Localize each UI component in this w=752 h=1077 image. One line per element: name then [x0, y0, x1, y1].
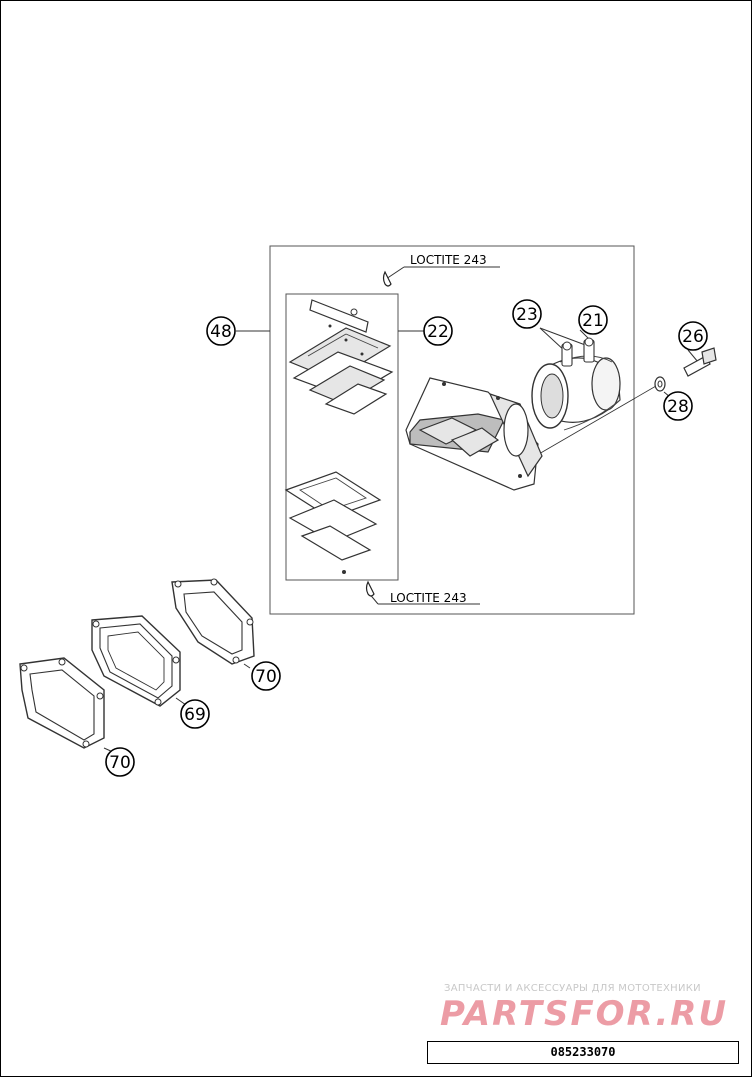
callout-22: 22 [423, 316, 453, 346]
hose-clamps [561, 337, 595, 367]
leader-23b [539, 327, 589, 347]
callout-28: 28 [663, 391, 693, 421]
callout-28-label: 28 [667, 397, 689, 417]
callout-70-right-label: 70 [255, 667, 277, 687]
callout-23-label: 23 [516, 305, 538, 325]
watermark-caption: ЗАПЧАСТИ И АКСЕССУАРЫ ДЛЯ МОТОТЕХНИКИ [444, 983, 701, 994]
callout-48: 48 [206, 316, 236, 346]
callout-69-label: 69 [184, 705, 206, 725]
callout-22-label: 22 [427, 322, 449, 342]
leader-70a [243, 663, 251, 669]
watermark-logo: PARTSFOR.RU [440, 994, 729, 1034]
loctite-label-top: LOCTITE 243 [410, 253, 487, 267]
part-number: 085233070 [427, 1041, 739, 1064]
callout-69: 69 [180, 699, 210, 729]
reed-block-flange [405, 377, 543, 491]
callout-21: 21 [578, 305, 608, 335]
leader-26 [687, 349, 699, 363]
callout-70-left: 70 [105, 747, 135, 777]
loctite-drop-top-icon [382, 270, 392, 287]
washer-28 [654, 376, 666, 392]
callout-23: 23 [512, 299, 542, 329]
gasket-70-left [19, 657, 105, 749]
reed-valve-plates-upper [288, 299, 394, 415]
intake-rubber-manifold [531, 355, 621, 431]
spacer-69 [91, 615, 181, 707]
callout-26-label: 26 [682, 327, 704, 347]
callout-70-right: 70 [251, 661, 281, 691]
gasket-70-right [171, 578, 255, 665]
leader-loctite-top-diag [385, 266, 405, 280]
reed-valve-plates-lower [284, 471, 382, 574]
callout-48-label: 48 [210, 322, 232, 342]
callout-21-label: 21 [582, 311, 604, 331]
assembly-box-22 [285, 293, 399, 581]
callout-26: 26 [678, 321, 708, 351]
bolt-26 [683, 347, 717, 377]
leader-bolt-axis [531, 385, 657, 459]
loctite-drop-bottom-icon [365, 580, 375, 597]
callout-70-left-label: 70 [109, 753, 131, 773]
assembly-box-48 [269, 245, 635, 615]
loctite-label-bottom: LOCTITE 243 [390, 591, 467, 605]
